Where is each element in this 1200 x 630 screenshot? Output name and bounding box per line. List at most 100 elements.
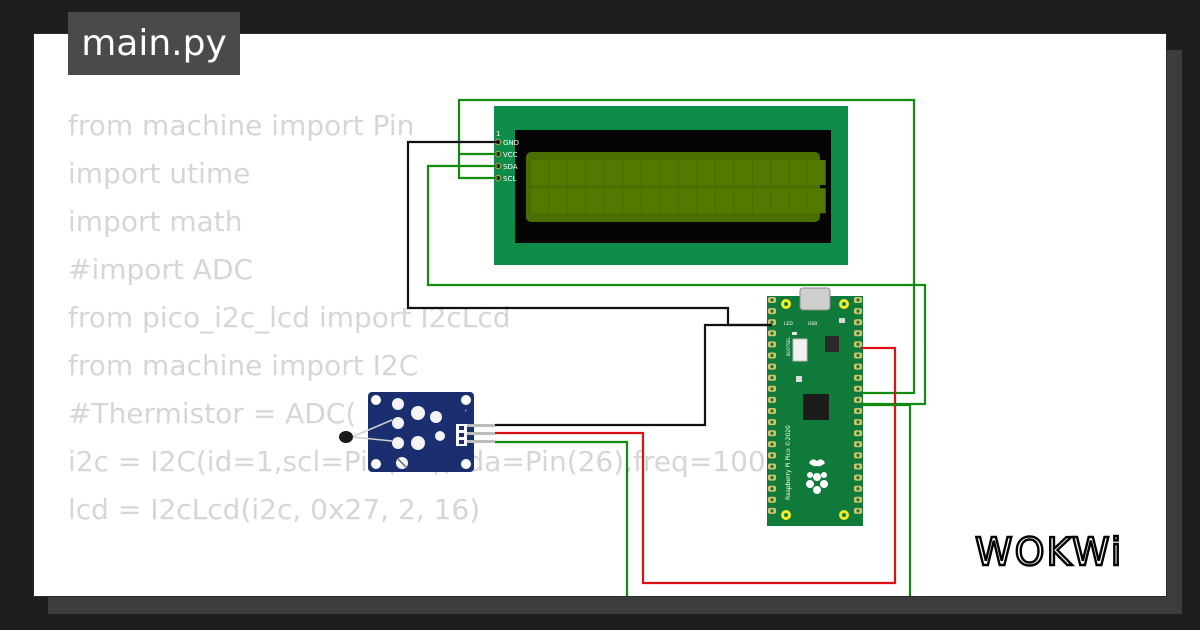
wokwi-logo-text: WOKWi [975, 530, 1123, 574]
mount-hole [461, 459, 471, 469]
lcd-char-cell [790, 160, 808, 185]
smd-component [839, 318, 845, 323]
lcd-char-cell [531, 188, 549, 214]
pico-pin-hole [856, 409, 860, 413]
lcd-char-cell [549, 160, 567, 185]
thermistor-leads [351, 419, 393, 442]
lcd-char-cell [642, 188, 660, 214]
lcd-char-cell [679, 160, 697, 185]
pico-pin-hole [856, 420, 860, 424]
sensor-pin-gnd[interactable] [467, 424, 495, 427]
pico-pin-hole [856, 476, 860, 480]
wire-ground-return[interactable] [862, 403, 912, 600]
lcd-char-cell [753, 188, 771, 214]
pico-pin-hole [770, 387, 774, 391]
ntc-temperature-sensor[interactable]: - S [339, 392, 495, 472]
solder-pad [392, 437, 404, 449]
pico-pin-hole [856, 509, 860, 513]
mount-hole-center [784, 513, 788, 517]
pico-pin-hole [770, 309, 774, 313]
wires[interactable] [406, 98, 927, 600]
lcd-pin1-label: 1 [496, 130, 500, 138]
pico-pin-hole [856, 331, 860, 335]
code-line: from pico_i2c_lcd import I2cLcd [68, 301, 511, 334]
lcd-char-cell [605, 160, 623, 185]
pico-pin-hole [770, 376, 774, 380]
wire-vcc-lcd[interactable] [457, 98, 916, 395]
code-line: from machine import I2C [68, 349, 419, 382]
header-pin [459, 440, 464, 444]
raspberry-pi-pico[interactable]: LED USB BOOTSEL Raspberry Pi Pico ©2020 [767, 287, 863, 526]
usb-label: USB [808, 321, 817, 327]
lcd-char-cell [531, 160, 549, 185]
header-pin [459, 433, 464, 437]
screw-slot [397, 458, 407, 468]
pico-header-pins[interactable] [768, 297, 862, 514]
header-pin [459, 426, 464, 430]
lcd-char-cell [586, 188, 604, 214]
lcd-char-cell [716, 188, 734, 214]
lcd-pin-label: GND [503, 139, 519, 147]
lcd-char-cell [679, 188, 697, 214]
pico-pin-hole [856, 342, 860, 346]
pico-pin-hole [856, 398, 860, 402]
wokwi-logo: WOKWi [975, 529, 1123, 575]
mount-hole-center [784, 302, 788, 306]
sensor-pin-signal[interactable] [467, 440, 495, 443]
lcd-char-cell [771, 160, 789, 185]
lcd-pin-label: VCC [503, 151, 518, 159]
flash-chip [825, 336, 839, 352]
pico-pin-hole [856, 431, 860, 435]
code-preview: from machine import Pin import utime imp… [68, 102, 830, 534]
thermistor-bead [339, 431, 353, 443]
rp2040-chip [803, 394, 829, 420]
wire-gnd-sensor[interactable] [495, 323, 772, 427]
sensor-pin-vcc[interactable] [467, 432, 495, 435]
wire-sda-lcd[interactable] [426, 164, 927, 406]
lcd-char-cell [771, 188, 789, 214]
code-line: i2c = I2C(id=1,scl=Pin(27),sda=Pin(26),f… [68, 445, 831, 478]
wire-power-sensor[interactable] [495, 346, 897, 585]
pico-pin-hole [856, 498, 860, 502]
pico-pin-hole [856, 387, 860, 391]
code-line: #import ADC [68, 253, 254, 286]
file-tab-main-py[interactable]: main.py [68, 12, 240, 75]
lcd-char-cell [808, 188, 826, 214]
lcd-char-cell [697, 160, 715, 185]
solder-pad [430, 411, 442, 423]
lcd-pin-label: SDA [503, 163, 518, 171]
pico-pin-hole [856, 464, 860, 469]
lcd-pin-label: SCL [503, 175, 516, 183]
lcd-char-cell [734, 188, 752, 214]
pico-pin-hole [770, 398, 774, 402]
bootsel-button[interactable] [792, 338, 808, 362]
usb-connector [799, 287, 831, 311]
pico-pin-hole [770, 409, 774, 413]
pico-pin-hole [770, 487, 774, 491]
lcd-char-cell [790, 188, 808, 214]
raspberry-pi-logo-icon [806, 459, 828, 494]
pico-pin-hole [770, 342, 774, 346]
pico-pin-hole [770, 320, 774, 324]
lcd1602-module[interactable]: 1 GND VCC SDA SCL [494, 106, 848, 265]
mount-hole [461, 395, 471, 405]
pico-pin-hole [856, 487, 860, 491]
lcd-char-grid [531, 160, 826, 214]
pico-pin-hole [770, 331, 774, 335]
pico-pin-hole [856, 309, 860, 313]
code-line: import utime [68, 157, 251, 190]
wire-scl-lcd[interactable] [457, 154, 498, 180]
pico-pin-hole [770, 365, 774, 369]
sensor-pin-label: S [461, 461, 470, 466]
pico-pin-hole [770, 476, 774, 480]
lcd-char-cell [623, 188, 641, 214]
lcd-char-cell [642, 160, 660, 185]
wire-signal-sensor[interactable] [495, 440, 629, 600]
lcd-char-cell [605, 188, 623, 214]
lcd-char-cell [568, 160, 586, 185]
pico-pin-hole [856, 320, 860, 324]
code-line: #Thermistor = ADC( [68, 397, 357, 430]
pico-pin-hole [856, 453, 860, 457]
bootsel-label: BOOTSEL [786, 337, 791, 356]
